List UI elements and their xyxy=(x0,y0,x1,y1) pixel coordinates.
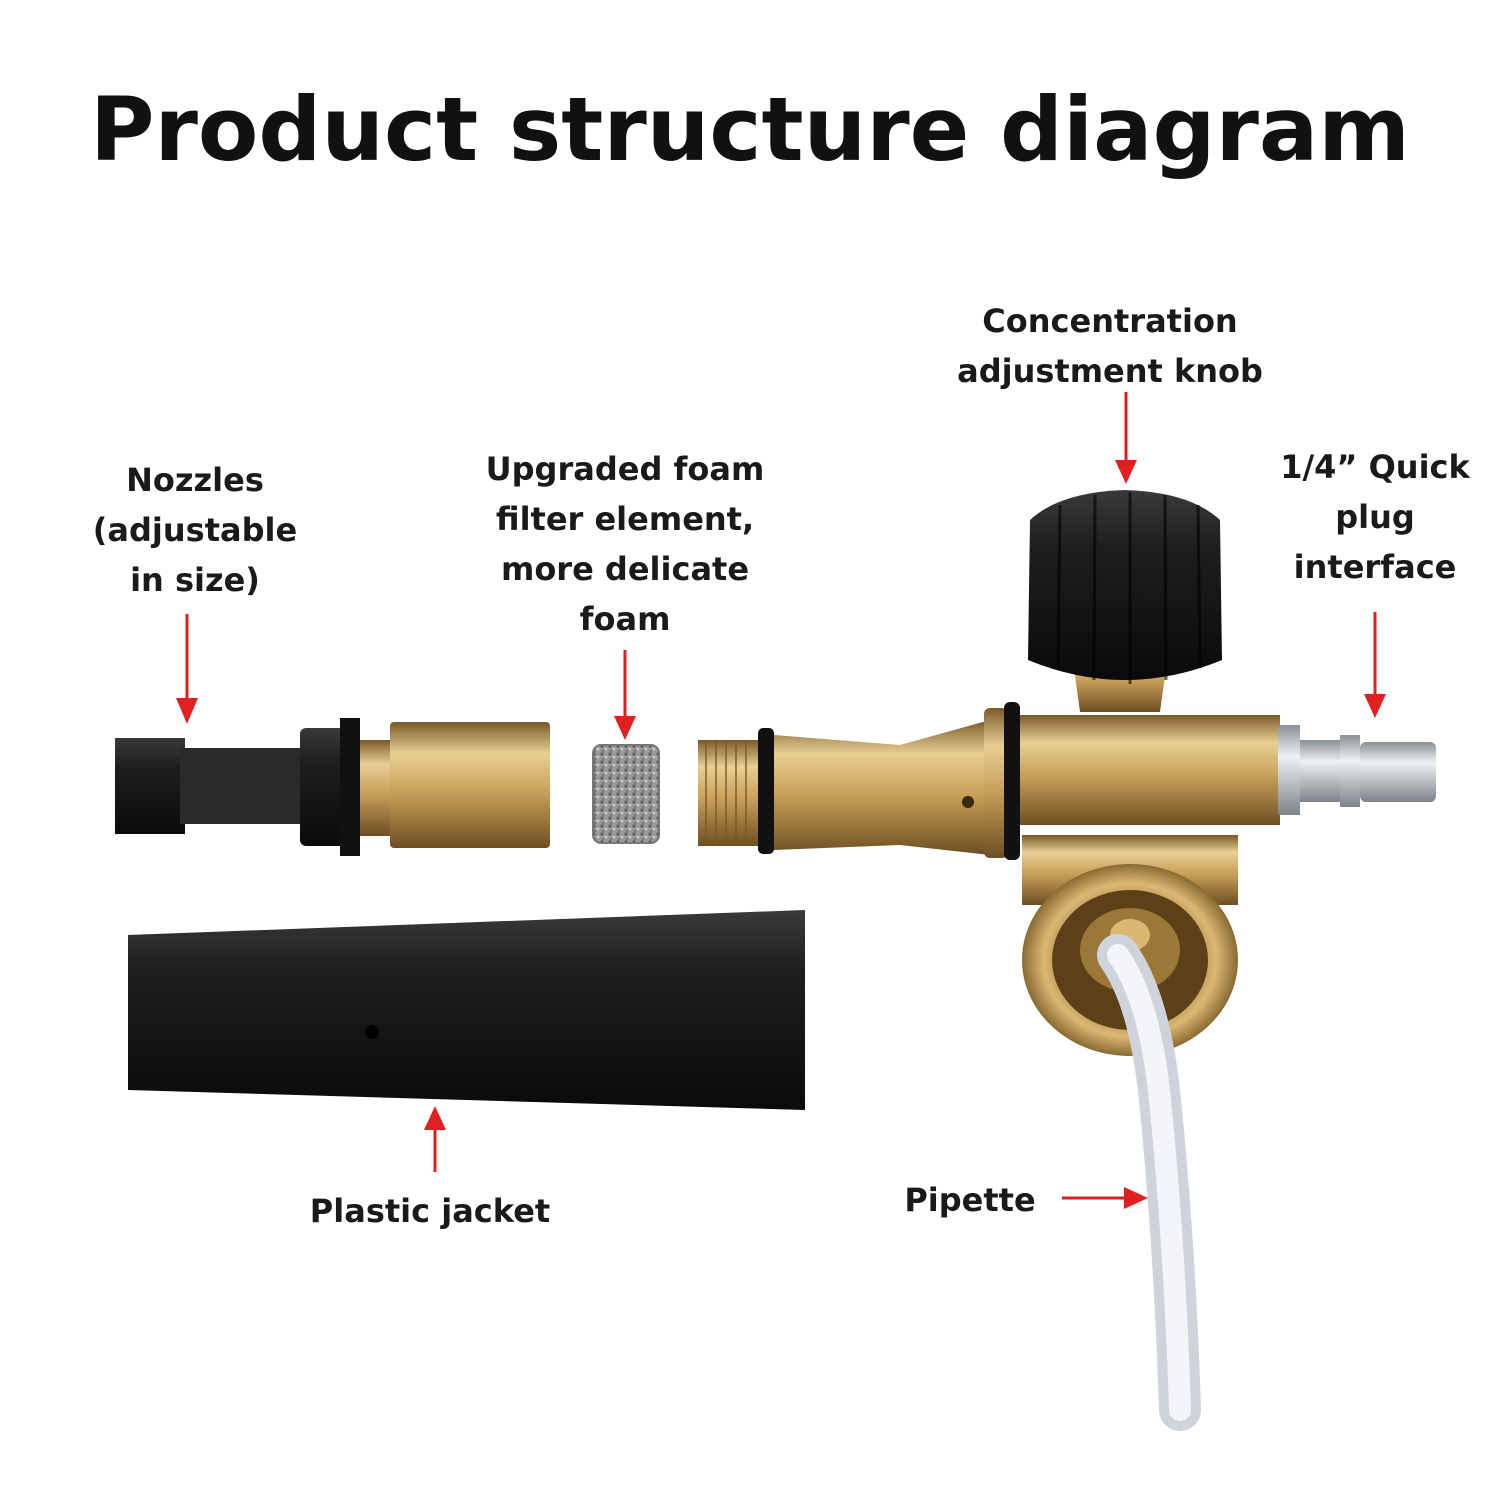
nozzle-tip xyxy=(115,738,185,834)
nozzle-flange xyxy=(340,718,360,856)
arrow-nozzles xyxy=(176,614,198,724)
label-nozzles: Nozzles (adjustable in size) xyxy=(92,461,298,599)
page-title: Product structure diagram xyxy=(90,78,1410,181)
label-pipette: Pipette xyxy=(904,1181,1036,1219)
plug-neck xyxy=(1300,740,1340,802)
callout-arrows xyxy=(176,392,1386,1209)
label-quick-plug: 1/4” Quick plug interface xyxy=(1280,448,1470,586)
arrow-pipette xyxy=(1062,1187,1148,1209)
tee-body xyxy=(1020,715,1280,825)
plug-hex xyxy=(1278,725,1300,815)
nozzle-assembly xyxy=(115,718,550,856)
air-hole xyxy=(962,796,974,808)
adjustment-knob xyxy=(1028,490,1222,680)
nozzle-body xyxy=(180,748,300,824)
venturi-tube xyxy=(774,720,990,855)
label-knob: Concentration adjustment knob xyxy=(957,302,1263,390)
brass-body-assembly xyxy=(698,490,1436,1056)
threaded-end xyxy=(698,740,760,846)
nozzle-collar xyxy=(300,728,350,846)
label-filter: Upgraded foam filter element, more delic… xyxy=(485,450,765,638)
arrow-knob xyxy=(1115,392,1137,484)
o-ring-rear xyxy=(1004,702,1020,860)
quick-plug-tip xyxy=(1360,742,1436,802)
brass-sleeve xyxy=(390,722,550,848)
o-ring-front xyxy=(758,728,774,854)
plastic-jacket xyxy=(128,910,805,1110)
arrow-quick-plug xyxy=(1364,612,1386,718)
foam-filter-element xyxy=(592,744,660,844)
arrow-jacket xyxy=(424,1106,446,1172)
arrow-filter xyxy=(614,650,636,740)
brass-ring xyxy=(984,708,1008,858)
label-jacket: Plastic jacket xyxy=(309,1192,551,1230)
plug-groove xyxy=(1340,735,1360,807)
